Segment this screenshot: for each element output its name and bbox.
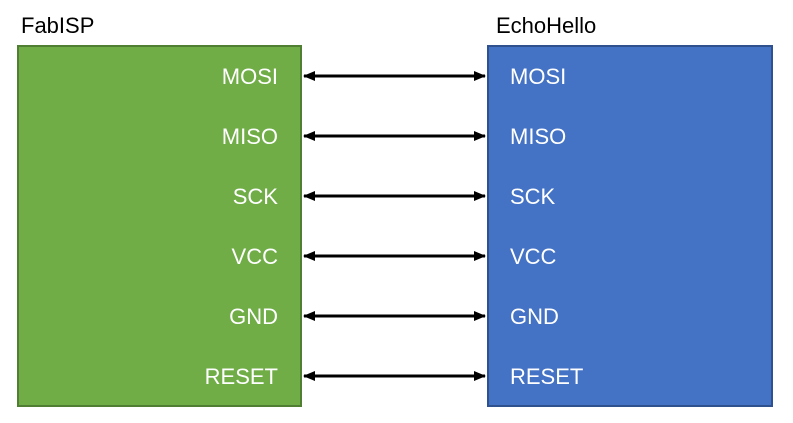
fabisp-pin-sck: SCK bbox=[232, 184, 278, 209]
fabisp-pin-miso: MISO bbox=[221, 124, 278, 149]
fabisp-pin-gnd: GND bbox=[229, 304, 278, 329]
fabisp-pin-mosi: MOSI bbox=[221, 64, 278, 89]
echohello-pin-reset: RESET bbox=[510, 364, 584, 389]
echohello-pin-sck: SCK bbox=[510, 184, 556, 209]
fabisp-pin-reset: RESET bbox=[204, 364, 278, 389]
echohello-block: MOSI MISO SCK VCC GND RESET bbox=[487, 45, 773, 407]
fabisp-title: FabISP bbox=[21, 13, 95, 38]
echohello-pin-vcc: VCC bbox=[510, 244, 557, 269]
echohello-pin-miso: MISO bbox=[510, 124, 567, 149]
echohello-pin-gnd: GND bbox=[510, 304, 559, 329]
echohello-title: EchoHello bbox=[496, 13, 597, 38]
fabisp-pin-vcc: VCC bbox=[231, 244, 278, 269]
fabisp-block: MOSI MISO SCK VCC GND RESET bbox=[17, 45, 302, 407]
echohello-pin-mosi: MOSI bbox=[510, 64, 567, 89]
